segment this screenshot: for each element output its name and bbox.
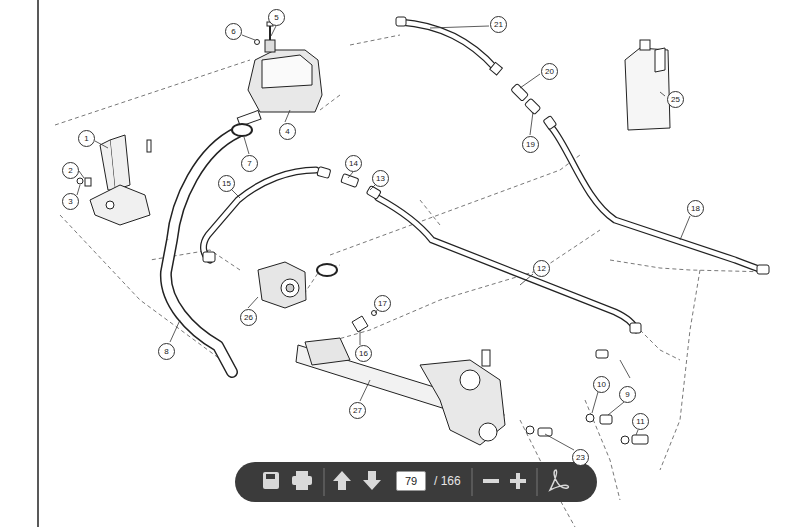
screw — [77, 178, 83, 184]
callout-text: 15 — [222, 180, 231, 188]
callout-number: 8 — [158, 343, 175, 360]
callout-number: 3 — [62, 193, 79, 210]
callout-number: 11 — [632, 413, 649, 430]
bracket — [85, 135, 151, 225]
callout-number: 7 — [241, 155, 258, 172]
callout-number: 12 — [533, 260, 550, 277]
callout-text: 13 — [376, 175, 385, 183]
callout-number: 16 — [355, 345, 372, 362]
callout-number: 4 — [279, 123, 296, 140]
hose — [166, 22, 762, 372]
page-border — [37, 0, 39, 527]
callout-text: 1 — [84, 135, 88, 143]
callout-number: 5 — [268, 9, 285, 26]
callout-number: 9 — [619, 386, 636, 403]
callout-number: 2 — [62, 162, 79, 179]
steering-rack — [296, 311, 505, 446]
callout-text: 27 — [353, 407, 362, 415]
page-number: 79 — [405, 476, 417, 487]
group-outline — [55, 35, 770, 527]
callout-number: 26 — [240, 309, 257, 326]
viewer-toolbar — [235, 462, 597, 502]
callout-text: 4 — [285, 128, 289, 136]
callout-number: 19 — [522, 136, 539, 153]
page-count: / 166 — [434, 475, 461, 487]
callout-text: 18 — [691, 205, 700, 213]
callout-number: 14 — [345, 155, 362, 172]
callout-text: 19 — [526, 141, 535, 149]
leader-line — [77, 26, 690, 450]
callout-number: 6 — [225, 23, 242, 40]
callout-text: 14 — [349, 160, 358, 168]
callout-number: 15 — [218, 175, 235, 192]
callout-number: 20 — [541, 63, 558, 80]
callout-text: 25 — [671, 96, 680, 104]
callout-text: 23 — [576, 454, 585, 462]
callout-text: 26 — [244, 314, 253, 322]
reservoir — [237, 22, 322, 126]
callout-text: 21 — [494, 21, 503, 29]
callout-number: 18 — [687, 200, 704, 217]
fluid-canister — [625, 40, 670, 130]
callout-number: 23 — [572, 449, 589, 466]
callout-text: 3 — [68, 198, 72, 206]
callout-text: 16 — [359, 350, 368, 358]
callout-text: 11 — [636, 418, 644, 426]
callout-text: 6 — [231, 28, 235, 36]
callout-text: 10 — [597, 381, 606, 389]
callout-number: 10 — [593, 376, 610, 393]
callout-number: 1 — [78, 130, 95, 147]
callout-text: 7 — [247, 160, 251, 168]
callout-text: 12 — [537, 265, 546, 273]
fitting — [203, 17, 769, 444]
callout-text: 17 — [378, 300, 387, 308]
callout-number: 25 — [667, 91, 684, 108]
callout-number: 13 — [372, 170, 389, 187]
callout-number: 27 — [349, 402, 366, 419]
pump — [258, 262, 337, 308]
page-number-box: 79 — [396, 471, 426, 491]
callout-text: 2 — [68, 167, 72, 175]
callout-number: 21 — [490, 16, 507, 33]
callout-text: 5 — [274, 14, 278, 22]
callout-text: 9 — [625, 391, 629, 399]
callout-number: 17 — [374, 295, 391, 312]
clamp — [232, 124, 252, 136]
callout-text: 20 — [545, 68, 554, 76]
callout-text: 8 — [164, 348, 168, 356]
